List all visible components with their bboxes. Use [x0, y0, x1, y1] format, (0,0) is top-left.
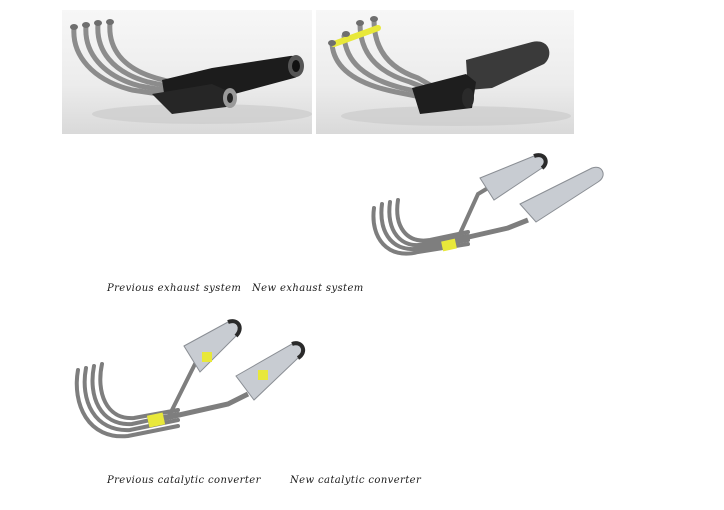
previous-exhaust-illustration: [70, 19, 312, 124]
previous-exhaust-caption: Previous exhaust system: [107, 283, 242, 294]
new-catalytic-illustration: [74, 319, 306, 439]
previous-catalytic-illustration: [371, 153, 604, 256]
new-catalytic-image: [68, 314, 308, 464]
previous-exhaust-image: [62, 10, 312, 134]
new-catalytic-caption: New catalytic converter: [290, 475, 422, 486]
new-exhaust-illustration: [328, 16, 571, 126]
previous-catalytic-caption: Previous catalytic converter: [107, 475, 261, 486]
new-exhaust-image: [316, 10, 574, 134]
new-exhaust-caption: New exhaust system: [252, 283, 364, 294]
previous-catalytic-image: [368, 148, 606, 280]
